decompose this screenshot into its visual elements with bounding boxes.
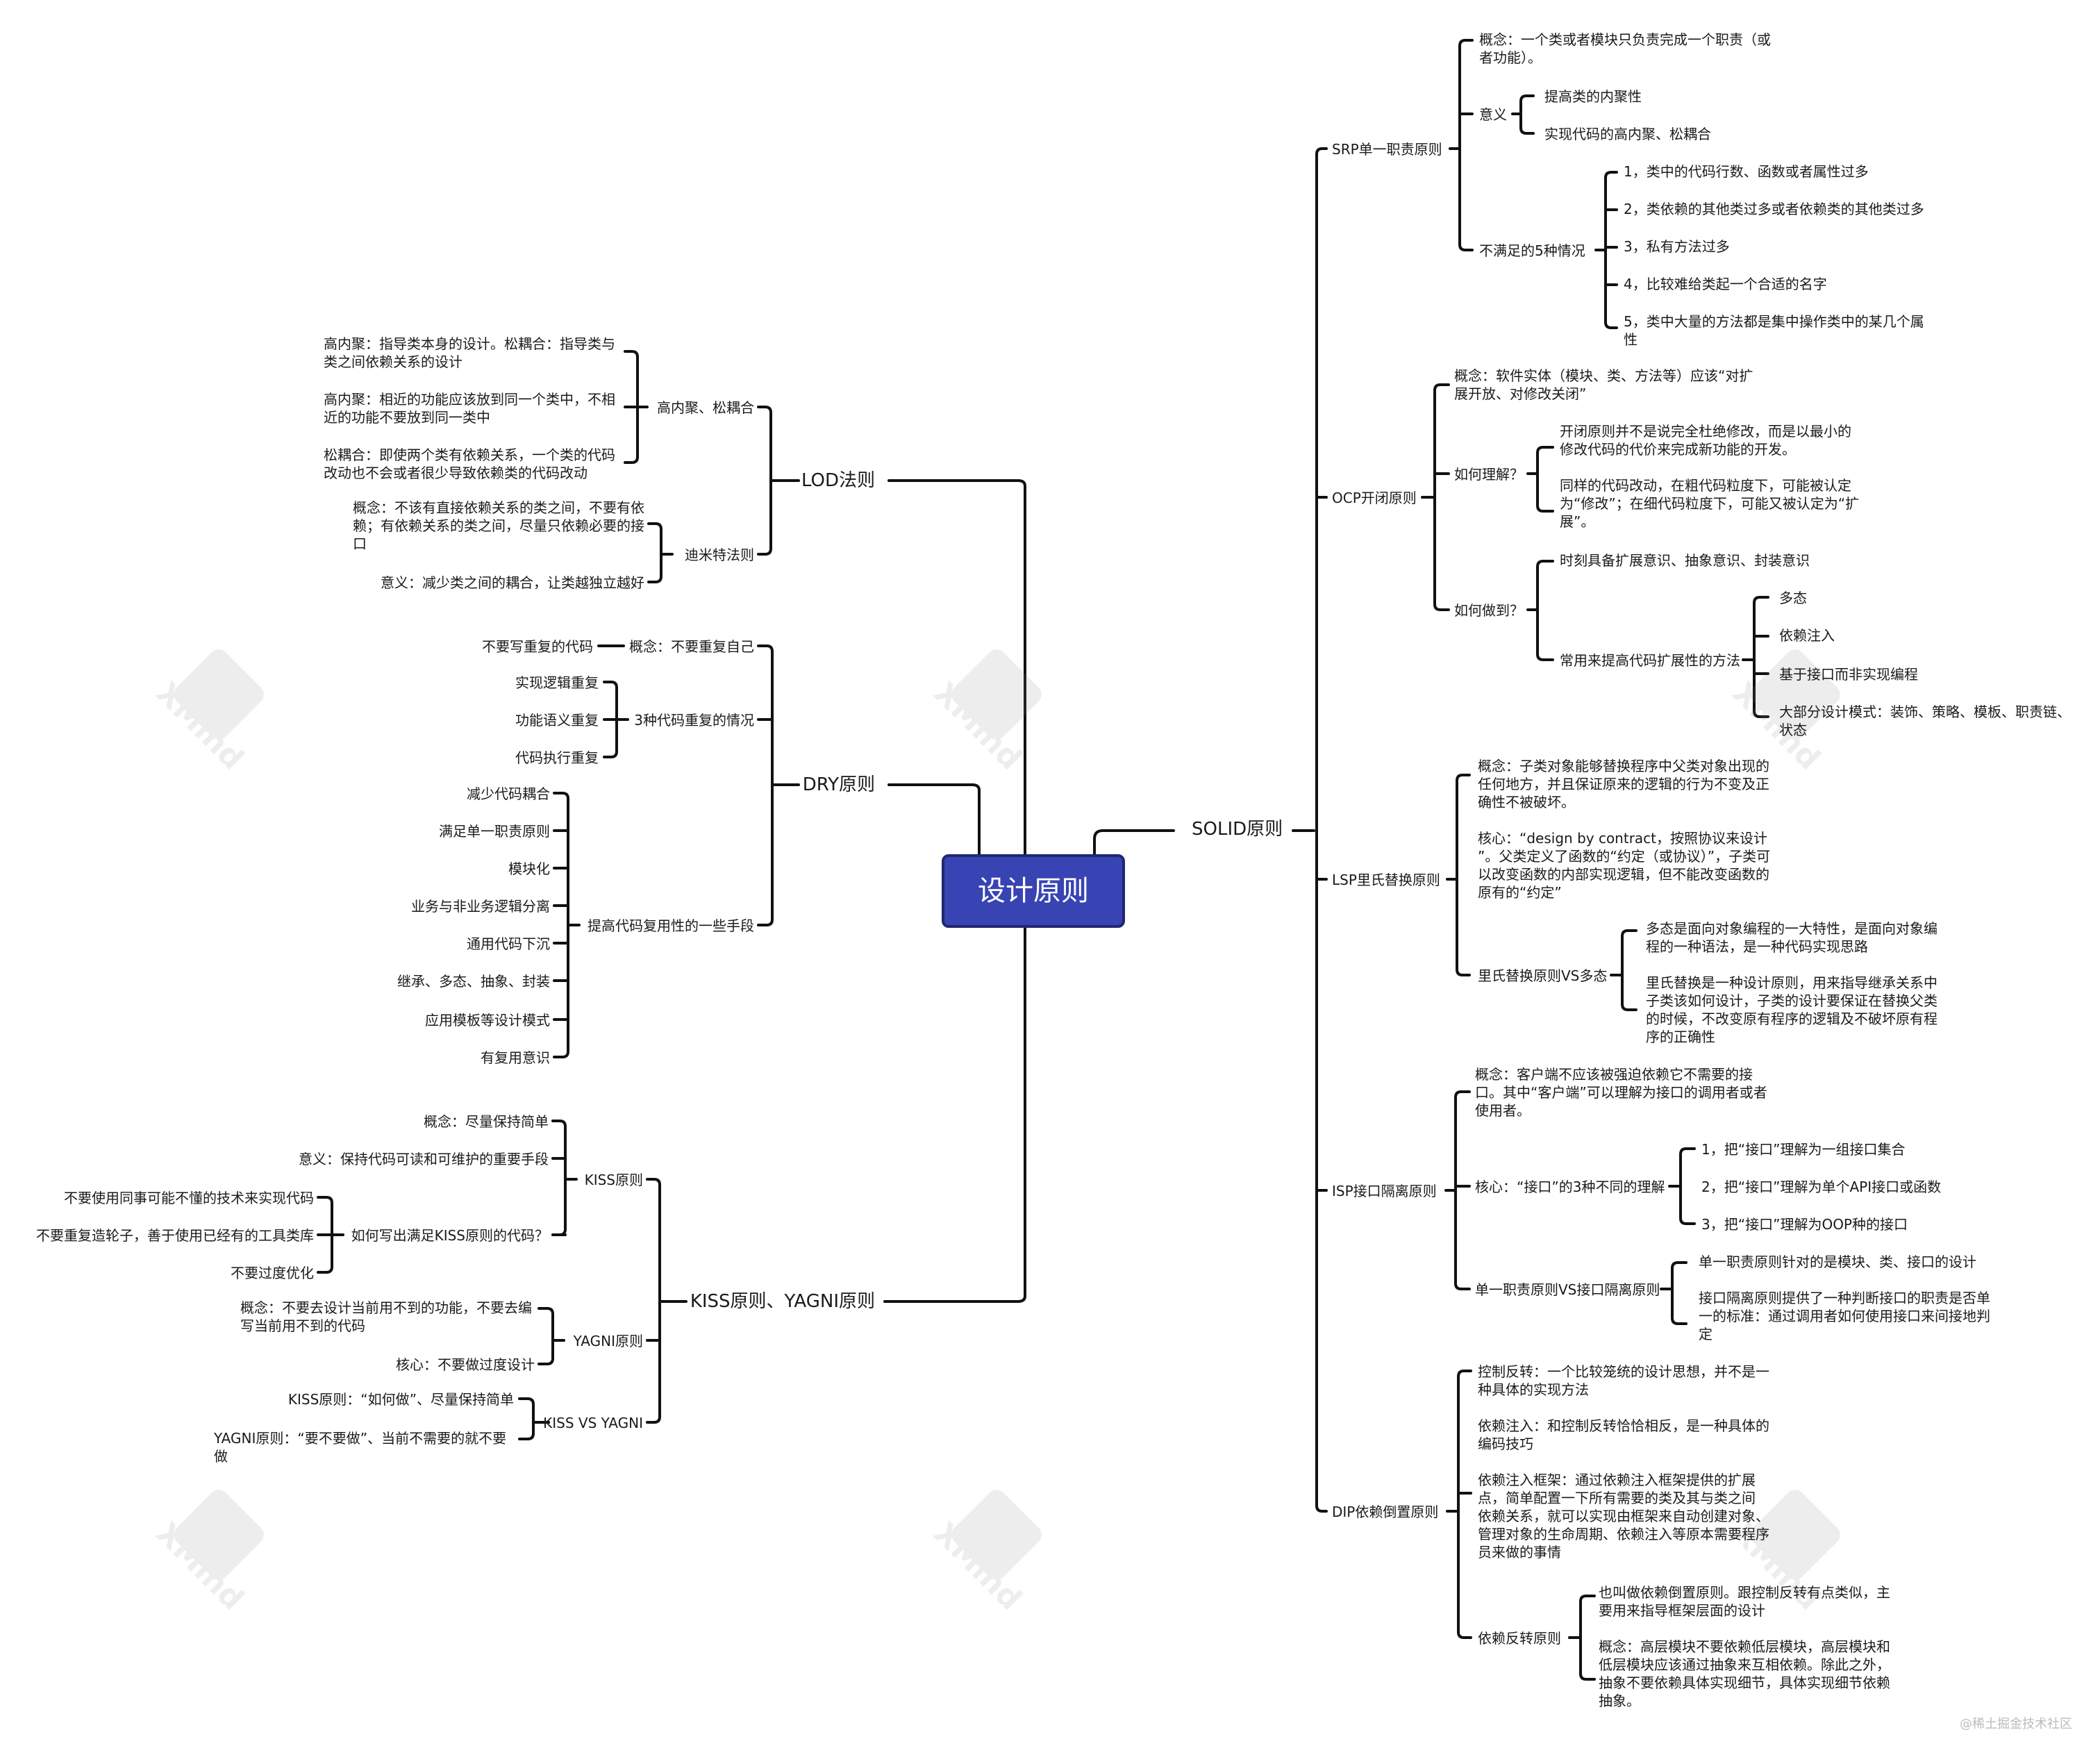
lod-hc-item: 高内聚：相近的功能应该放到同一个类中，不相 近的功能不要放到同一类中 <box>324 391 615 426</box>
dry-reuse-item: 减少代码耦合 <box>467 785 550 802</box>
dry-reuse-item: 满足单一职责原则 <box>439 823 550 840</box>
lsp-vs[interactable]: 里氏替换原则VS多态 <box>1478 967 1608 984</box>
kiss-vs-yagni[interactable]: KISS VS YAGNI <box>543 1415 643 1431</box>
branch-dry[interactable]: DRY原则 <box>802 774 875 795</box>
srp-concept: 概念：一个类或者模块只负责完成一个职责（或 者功能）。 <box>1479 31 1771 66</box>
yagni-node[interactable]: YAGNI原则 <box>573 1333 643 1349</box>
lod-hc-item: 松耦合：即使两个类有依赖关系，一个类的代码 改动也不会或者很少导致依赖类的代码改… <box>324 447 615 481</box>
srp-meaning[interactable]: 意义 <box>1479 106 1507 123</box>
kiss-how[interactable]: 如何写出满足KISS原则的代码？ <box>351 1227 549 1244</box>
branch-lod[interactable]: LOD法则 <box>801 470 875 491</box>
kiss-how-item: 不要重复造轮子，善于使用已经有的工具类库 <box>36 1227 314 1244</box>
isp-core-item: 1，把“接口”理解为一组接口集合 <box>1701 1141 1906 1158</box>
isp-vs-text: 单一职责原则针对的是模块、类、接口的设计 接口隔离原则提供了一种判断接口的职责是… <box>1699 1254 1990 1342</box>
dry-reuse-item: 有复用意识 <box>481 1049 550 1066</box>
ocp-methods[interactable]: 常用来提高代码扩展性的方法 <box>1560 652 1740 669</box>
dry-reuse-item: 通用代码下沉 <box>467 935 550 952</box>
kiss-item: 概念：尽量保持简单 <box>424 1113 549 1130</box>
dry-three[interactable]: 3种代码重复的情况 <box>634 712 754 729</box>
dry-three-item: 代码执行重复 <box>515 749 599 766</box>
lod-demeter[interactable]: 迪米特法则 <box>685 547 754 563</box>
kiss-item: 意义：保持代码可读和可维护的重要手段 <box>299 1151 549 1167</box>
yagni-item: 概念：不要去设计当前用不到的功能，不要去编 写当前用不到的代码 <box>240 1299 532 1334</box>
dry-reuse-item: 应用模板等设计模式 <box>425 1012 550 1029</box>
footer-credit: @稀土掘金技术社区 <box>1960 1717 2072 1731</box>
lod-hc-item: 高内聚：指导类本身的设计。松耦合：指导类与 类之间依赖关系的设计 <box>324 335 615 370</box>
srp-five-item: 4，比较难给类起一个合适的名字 <box>1624 276 1827 292</box>
ocp-method-item: 基于接口而非实现编程 <box>1779 666 1918 683</box>
dry-three-item: 功能语义重复 <box>515 712 599 729</box>
ocp-method-item: 大部分设计模式：装饰、策略、模板、职责链、 状态 <box>1779 704 2071 738</box>
kiss-how-item: 不要过度优化 <box>231 1265 314 1281</box>
ocp-method-item: 多态 <box>1779 590 1807 606</box>
lod-hc[interactable]: 高内聚、松耦合 <box>657 399 754 416</box>
dry-three-item: 实现逻辑重复 <box>515 674 599 691</box>
dry-reuse-item: 业务与非业务逻辑分离 <box>411 898 550 915</box>
watermark-logo: XMind <box>146 645 278 792</box>
srp-node[interactable]: SRP单一职责原则 <box>1332 141 1442 158</box>
watermark-logo: XMind <box>924 645 1056 792</box>
isp-core-item: 3，把“接口”理解为OOP种的接口 <box>1701 1216 1908 1233</box>
dry-reuse-item: 继承、多态、抽象、封装 <box>397 973 550 990</box>
isp-vs[interactable]: 单一职责原则VS接口隔离原则 <box>1475 1281 1660 1298</box>
dip-node[interactable]: DIP依赖倒置原则 <box>1332 1504 1439 1520</box>
yagni-item: 核心：不要做过度设计 <box>396 1356 535 1373</box>
watermark-logo: XMind <box>146 1486 278 1632</box>
ocp-method-item: 依赖注入 <box>1779 627 1835 644</box>
isp-node[interactable]: ISP接口隔离原则 <box>1332 1183 1437 1199</box>
srp-five-item: 3，私有方法过多 <box>1624 238 1730 255</box>
kiss-vs-item: YAGNI原则：“要不要做”、当前不需要的就不要 做 <box>214 1430 507 1465</box>
root-topic[interactable]: 设计原则 <box>942 854 1125 928</box>
dip-inversion-text: 也叫做依赖倒置原则。跟控制反转有点类似，主 要用来指导框架层面的设计 概念：高层… <box>1599 1584 1890 1709</box>
watermark-logo: XMind <box>924 1486 1056 1632</box>
srp-five-item: 1，类中的代码行数、函数或者属性过多 <box>1624 163 1869 180</box>
dry-reuse[interactable]: 提高代码复用性的一些手段 <box>588 917 754 934</box>
lsp-text: 概念：子类对象能够替换程序中父类对象出现的 任何地方，并且保证原来的逻辑的行为不… <box>1478 758 1771 901</box>
branch-kiss-yagni[interactable]: KISS原则、YAGNI原则 <box>690 1291 875 1312</box>
isp-core-item: 2，把“接口”理解为单个API接口或函数 <box>1701 1179 1942 1195</box>
dip-text: 控制反转：一个比较笼统的设计思想，并不是一 种具体的实现方法 依赖注入：和控制反… <box>1478 1363 1769 1561</box>
srp-five-item: 2，类依赖的其他类过多或者依赖类的其他类过多 <box>1624 201 1924 217</box>
kiss-vs-item: KISS原则：“如何做”、尽量保持简单 <box>288 1391 514 1408</box>
ocp-concept: 概念：软件实体（模块、类、方法等）应该“对扩 展开放、对修改关闭” <box>1454 367 1753 402</box>
lsp-vs-text: 多态是面向对象编程的一大特性，是面向对象编 程的一种语法，是一种代码实现思路 里… <box>1646 920 1938 1045</box>
srp-meaning-item: 实现代码的高内聚、松耦合 <box>1544 126 1711 142</box>
lod-demeter-item: 意义：减少类之间的耦合，让类越独立越好 <box>381 574 644 591</box>
ocp-node[interactable]: OCP开闭原则 <box>1332 490 1417 506</box>
isp-concept: 概念：客户端不应该被强迫依赖它不需要的接 口。其中“客户端”可以理解为接口的调用… <box>1475 1066 1767 1119</box>
ocp-understand-text: 开闭原则并不是说完全杜绝修改，而是以最小的 修改代码的代价来完成新功能的开发。 … <box>1560 423 1860 530</box>
srp-meaning-item: 提高类的内聚性 <box>1544 88 1642 105</box>
kiss-node[interactable]: KISS原则 <box>584 1172 643 1188</box>
srp-five-item: 5，类中大量的方法都是集中操作类中的某几个属 性 <box>1624 313 1924 348</box>
ocp-how[interactable]: 如何做到？ <box>1454 602 1524 619</box>
dip-inversion[interactable]: 依赖反转原则 <box>1478 1630 1561 1647</box>
kiss-how-item: 不要使用同事可能不懂的技术来实现代码 <box>64 1190 314 1206</box>
lod-demeter-item: 概念：不该有直接依赖关系的类之间，不要有依 赖；有依赖关系的类之间，尽量只依赖必… <box>353 499 644 552</box>
ocp-how-item: 时刻具备扩展意识、抽象意识、封装意识 <box>1560 552 1810 569</box>
ocp-understand[interactable]: 如何理解？ <box>1454 466 1524 483</box>
dry-concept-leaf: 不要写重复的代码 <box>482 638 593 655</box>
isp-core[interactable]: 核心：“接口”的3种不同的理解 <box>1475 1179 1665 1195</box>
dry-concept[interactable]: 概念：不要重复自己 <box>629 638 754 655</box>
srp-five[interactable]: 不满足的5种情况 <box>1479 242 1585 259</box>
branch-solid[interactable]: SOLID原则 <box>1192 819 1283 840</box>
lsp-node[interactable]: LSP里氏替换原则 <box>1332 872 1440 888</box>
dry-reuse-item: 模块化 <box>508 860 550 877</box>
